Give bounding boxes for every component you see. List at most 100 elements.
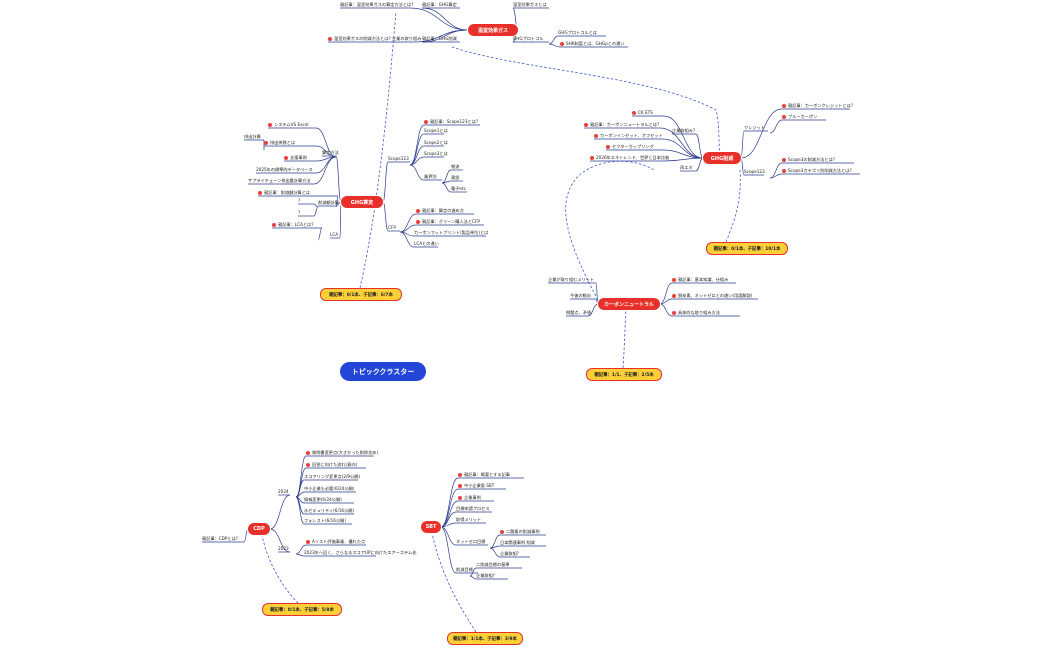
topic-label-cn[interactable]: 具体的な取り組み方法 [678,310,720,315]
topic-label-sbt[interactable]: 企業事例 [464,495,481,500]
topic-label-sakugen[interactable]: Scope3カテゴリ別削減方法とは? [788,168,852,173]
topic-label-sakugen[interactable]: 企業取組み? [672,128,696,133]
topic-label-santei[interactable]: 2025年の標準的データベース [256,167,313,172]
topic-label-onshitsu[interactable]: 親記事：温室効果ガスの算定方法とは? [340,2,414,7]
topic-label-santei[interactable]: ? [298,198,301,203]
topic-label-sbt[interactable]: 目標申請プロセス [456,506,490,511]
topic-label-santei[interactable]: 削減額計算 [318,200,339,205]
branch-connector [295,553,305,557]
topic-label-cdp[interactable]: 水セキュリティ(6/16公開) [304,508,355,513]
status-dot-icon [306,463,310,467]
branch-connector [740,157,745,176]
branch-connector [295,467,307,498]
topic-label-santei[interactable]: 建設 [451,175,460,180]
topic-label-sbt[interactable]: 削減目標 [456,567,473,572]
topic-label-santei[interactable]: 算定方法 [322,150,339,155]
topic-label-sbt[interactable]: 中小企業版 SBT [464,483,495,488]
topic-label-santei[interactable]: 排出計算 [244,134,261,139]
topic-label-cdp[interactable]: 親記事：CDPとは? [202,536,239,541]
branch-connector [548,43,561,48]
topic-label-cdp[interactable]: 2024 [278,489,289,494]
topic-label-sakugen[interactable]: カーボンインセット、オフセット [600,133,663,138]
root-node-cdp[interactable]: CDP [248,523,270,535]
topic-label-cdp[interactable]: 2023 [278,546,289,551]
topic-label-santei[interactable]: 業界別 [424,174,437,179]
topic-label-sakugen[interactable]: Scope3の削減方法とは? [788,157,835,162]
root-node-ghg-sakugen[interactable]: GHG削減 [703,152,741,164]
branch-connector [441,182,452,193]
branch-connector [382,161,389,203]
topic-label-santei[interactable]: 親記事：LCAとは? [278,222,314,227]
topic-label-cdp[interactable]: 質問書変更点(大きかった削除含め) [312,450,379,455]
topic-label-santei[interactable]: 排出係数とは [270,140,296,145]
topic-label-onshitsu[interactable]: 温室効果ガスとは [513,2,547,7]
topic-label-sakugen[interactable]: CK ETS [638,110,653,115]
topic-label-sbt[interactable]: 二酸素の削減事例 [506,529,540,534]
topic-label-santei[interactable]: 電子etc [451,186,466,191]
topic-label-santei[interactable]: ? [298,210,301,215]
topic-label-santei[interactable]: LCA [330,232,339,237]
topic-label-santei[interactable]: CFP [388,225,396,230]
topic-label-sakugen[interactable]: ブルーカーボン [788,114,818,119]
topic-label-cdp[interactable]: 中小企業も必要(6/24公開) [304,486,355,491]
topic-label-cn[interactable]: 企業が取り組むメリット [548,277,595,282]
status-dot-icon [782,158,786,162]
topic-label-santei[interactable]: Scope123 [388,156,409,161]
root-node-carbon-neutral[interactable]: カーボンニュートラル [598,298,660,310]
status-dot-icon [268,123,272,127]
topic-label-cdp[interactable]: スコアリング変更点(2/9公開) [304,474,361,479]
topic-label-santei[interactable]: 物流 [451,164,460,169]
topic-label-cdp[interactable]: Aリスト評価事業、優れた点 [312,539,366,544]
topic-label-santei[interactable]: 親記事：グリーン購入法とCFP [422,219,480,224]
topic-cluster-title[interactable]: トピッククラスター [340,362,426,381]
topic-label-sakugen[interactable]: 親記事：カーボンクレジットとは? [788,103,854,108]
topic-label-santei[interactable]: 親記事：削減額計算とは [264,190,311,195]
topic-label-sbt[interactable]: 親記事：概要とする記事 [464,472,510,477]
topic-label-sakugen[interactable]: 2026年エネトレンド、世界と日本比較 [596,155,670,160]
topic-label-sakugen[interactable]: 再エネ [680,165,693,170]
topic-label-sakugen[interactable]: セクターカップリング [612,144,654,149]
topic-label-sbt[interactable]: 二削減目標の基準 [476,562,510,567]
topic-label-sakugen[interactable]: Scope123 [744,169,765,174]
topic-label-sbt[interactable]: 日本関連事例 削減 [500,540,535,545]
root-node-ghg-santei[interactable]: GHG算定 [341,196,383,208]
topic-label-cn[interactable]: 脱炭素、ネットゼロとの違い(用語解説) [678,293,753,298]
topic-label-santei[interactable]: カーボンフットプリント(製品単位)とは [414,230,489,235]
branch-connector [335,195,339,208]
topic-label-santei[interactable]: Scope1とは [424,128,448,133]
topic-label-onshitsu[interactable]: 親記事：GHG削減 [422,36,457,41]
topic-label-cdp[interactable]: 2023年へ回く、さらなるスコアUPに向けたエア一ゴテム化 [304,550,417,555]
topic-label-sakugen[interactable]: クレジット [744,125,765,130]
topic-label-sakugen[interactable]: 親記事：カーボンニュートラルとは? [590,122,660,127]
topic-label-santei[interactable]: サプライチェーン排出量計算方法 [248,178,311,183]
topic-label-cn[interactable]: 親記事：基本知識、仕組み [678,277,729,282]
topic-label-onshitsu[interactable]: GHGプロトコルとは [558,30,597,35]
topic-label-sbt[interactable]: 企業取組? [476,573,495,578]
branch-connector [335,155,342,203]
topic-label-sbt[interactable]: ネットゼロ目標 [456,539,486,544]
branch-connector [409,7,469,31]
topic-label-onshitsu[interactable]: GHGプロトコル [513,36,544,41]
topic-label-cdp[interactable]: 回答に向けた流れ(意向) [312,462,358,467]
topic-label-cn[interactable]: 今後の動向 [570,293,591,298]
branch-connector [409,156,425,166]
topic-label-santei[interactable]: システムVS Excel [274,122,309,127]
topic-label-santei[interactable]: Scope2とは [424,140,448,145]
root-node-sbt[interactable]: SBT [421,521,441,533]
topic-label-santei[interactable]: Scope3とは [424,151,448,156]
topic-label-cdp[interactable]: 情報変更(6/24公開) [304,497,342,502]
root-node-onshitsu[interactable]: 温室効果ガス [468,24,518,36]
topic-label-onshitsu[interactable]: 親記事：GHG算定 [422,2,457,7]
branch-connector [317,227,323,241]
topic-label-sbt[interactable]: 取得メリット [456,517,482,522]
topic-label-santei[interactable]: 親記事：算定の進め方 [422,208,464,213]
topic-label-sbt[interactable]: 企業取組? [500,551,519,556]
topic-label-cn[interactable]: 問題点、矛盾 [566,310,592,315]
topic-label-onshitsu[interactable]: SHK制度とは、GHGpとの違い [566,41,625,46]
topic-label-santei[interactable]: LCAとの違い [414,241,439,246]
status-dot-icon [500,530,504,534]
topic-label-cdp[interactable]: フォレスト(6/16公開) [304,518,346,523]
topic-label-onshitsu[interactable]: 温室効果ガスの削減方法とは? 企業の取り組み [334,36,422,41]
topic-label-santei[interactable]: 親記事：Scope123とは? [430,119,479,124]
topic-label-santei[interactable]: 支援事例 [290,155,307,160]
